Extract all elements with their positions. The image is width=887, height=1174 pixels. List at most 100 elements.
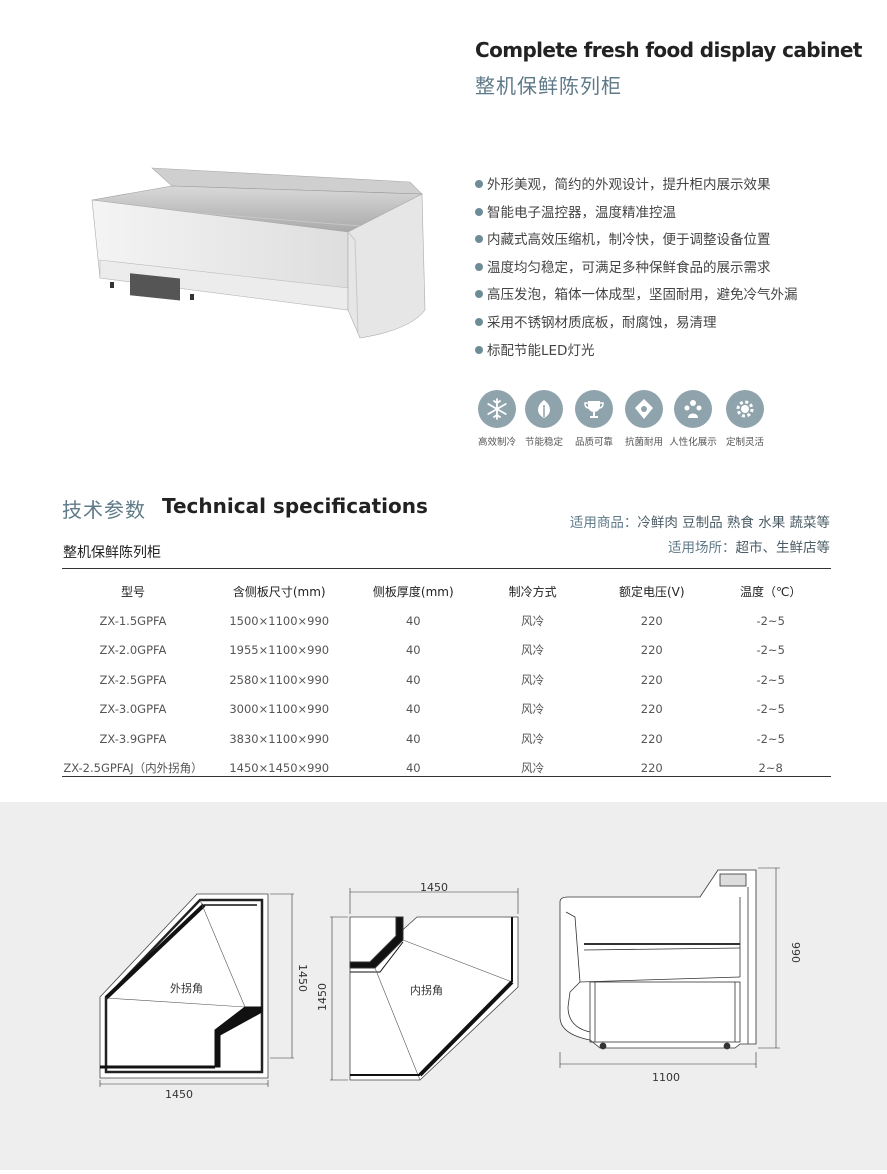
column-header: 额定电压(V) [618,584,685,599]
side-depth-dim: 1100 [652,1071,680,1084]
table-cell: 风冷 [521,761,545,776]
table-cell: 风冷 [521,702,545,717]
applicable-goods: 适用商品：冷鲜肉 豆制品 熟食 水果 蔬菜等 [569,515,830,531]
table-cell: 220 [640,731,663,746]
table-row: ZX-3.0GPFA 3000×1100×990 40 风冷 220 -2~5 [62,695,831,725]
table-cell: 1955×1100×990 [229,643,330,658]
table-cell: ZX-2.5GPFA [99,672,167,687]
table-row: ZX-2.5GPFA 2580×1100×990 40 风冷 220 -2~5 [62,665,831,695]
table-cell: -2~5 [756,643,785,658]
table-row: ZX-3.9GPFA 3830×1100×990 40 风冷 220 -2~5 [62,724,831,754]
table-cell: -2~5 [756,672,785,687]
inner-corner-label: 内拐角 [410,983,443,997]
bullet-icon [475,317,483,326]
table-title: 整机保鲜陈列柜 [63,545,161,561]
column-header: 温度（℃） [739,584,802,599]
spec-title-en: Technical specifications [162,494,428,518]
table-cell: 220 [640,613,663,628]
table-cell: 40 [405,731,421,746]
table-row: ZX-2.0GPFA 1955×1100×990 40 风冷 220 -2~5 [62,636,831,666]
inner-height-dim: 1450 [316,983,329,1011]
table-row: ZX-2.5GPFAJ（内外拐角） 1450×1450×990 40 风冷 22… [62,754,831,784]
table-cell: ZX-2.5GPFAJ（内外拐角） [63,761,203,776]
feature-icons: 高效制冷 节能稳定 品质可靠 抗菌耐用 人性化展示 定制灵活 [472,390,772,450]
table-cell: 风冷 [521,672,545,687]
feature-item: 内藏式高效压缩机，制冷快，便于调整设备位置 [475,227,798,255]
table-cell: 风冷 [521,613,545,628]
table-cell: 40 [405,702,421,717]
feature-item: 温度均匀稳定，可满足多种保鲜食品的展示需求 [475,255,798,283]
table-cell: -2~5 [756,613,785,628]
outer-width-dim: 1450 [165,1088,193,1101]
product-image [91,167,426,339]
bullet-icon [475,345,483,354]
applicable-places: 适用场所：超市、生鲜店等 [668,540,830,556]
bullet-icon [475,290,483,299]
outer-height-dim: 1450 [296,964,309,992]
spec-title-cn: 技术参数 [62,498,146,522]
snowflake-icon [478,390,516,428]
column-header: 制冷方式 [508,584,557,599]
table-cell: 2580×1100×990 [229,672,330,687]
feature-icon-item: 高效制冷 [472,390,522,448]
table-cell: 220 [640,702,663,717]
outer-corner-label: 外拐角 [170,981,203,995]
table-cell: 40 [405,761,421,776]
table-cell: 40 [405,613,421,628]
table-cell: 220 [640,672,663,687]
column-header: 含侧板尺寸(mm) [232,584,326,599]
table-row: ZX-1.5GPFA 1500×1100×990 40 风冷 220 -2~5 [62,606,831,636]
table-cell: 1500×1100×990 [229,613,330,628]
bullet-icon [475,235,483,244]
people-icon [674,390,712,428]
table-bottom-rule [62,776,831,777]
table-cell: 220 [640,643,663,658]
gear-icon [726,390,764,428]
inner-corner-drawing [330,888,519,1081]
feature-icon-item: 节能稳定 [519,390,569,448]
bullet-icon [475,207,483,216]
table-top-rule [62,568,831,569]
column-header: 型号 [120,584,145,599]
table-cell: 40 [405,643,421,658]
column-header: 侧板厚度(mm) [372,584,454,599]
table-cell: 风冷 [521,643,545,658]
feature-item: 采用不锈钢材质底板，耐腐蚀，易清理 [475,310,798,338]
table-header-row: 型号 含侧板尺寸(mm) 侧板厚度(mm) 制冷方式 额定电压(V) 温度（℃） [62,576,831,606]
outer-corner-drawing [99,893,294,1087]
feature-item: 外形美观，简约的外观设计，提升柜内展示效果 [475,172,798,200]
table-cell: ZX-3.0GPFA [99,702,167,717]
table-cell: 1450×1450×990 [229,761,330,776]
table-cell: -2~5 [756,702,785,717]
shield-icon [625,390,663,428]
table-cell: 220 [640,761,663,776]
side-view-drawing [559,867,780,1068]
table-cell: 40 [405,672,421,687]
spec-table: 型号 含侧板尺寸(mm) 侧板厚度(mm) 制冷方式 额定电压(V) 温度（℃）… [62,576,831,783]
feature-item: 智能电子温控器，温度精准控温 [475,200,798,228]
table-cell: 2~8 [758,761,783,776]
table-cell: 3000×1100×990 [229,702,330,717]
feature-icon-item: 人性化展示 [668,390,718,448]
table-cell: ZX-3.9GPFA [99,731,167,746]
feature-item: 标配节能LED灯光 [475,338,798,366]
table-cell: 风冷 [521,731,545,746]
side-height-dim: 990 [789,942,802,963]
inner-width-dim: 1450 [420,881,448,894]
trophy-icon [575,390,613,428]
feature-list: 外形美观，简约的外观设计，提升柜内展示效果 智能电子温控器，温度精准控温 内藏式… [475,172,798,365]
leaf-icon [525,390,563,428]
table-cell: ZX-1.5GPFA [99,613,167,628]
table-cell: ZX-2.0GPFA [99,643,167,658]
dimension-drawings: 外拐角 1450 1450 内拐角 1450 1450 [99,867,802,1101]
feature-item: 高压发泡，箱体一体成型，坚固耐用，避免冷气外漏 [475,282,798,310]
feature-icon-item: 定制灵活 [720,390,770,448]
table-cell: -2~5 [756,731,785,746]
drawings-panel: 外拐角 1450 1450 内拐角 1450 1450 [0,802,887,1170]
page-title-cn: 整机保鲜陈列柜 [475,74,622,98]
bullet-icon [475,262,483,271]
feature-icon-item: 品质可靠 [569,390,619,448]
table-cell: 3830×1100×990 [229,731,330,746]
page-title-en: Complete fresh food display cabinet [475,38,862,62]
bullet-icon [475,180,483,188]
